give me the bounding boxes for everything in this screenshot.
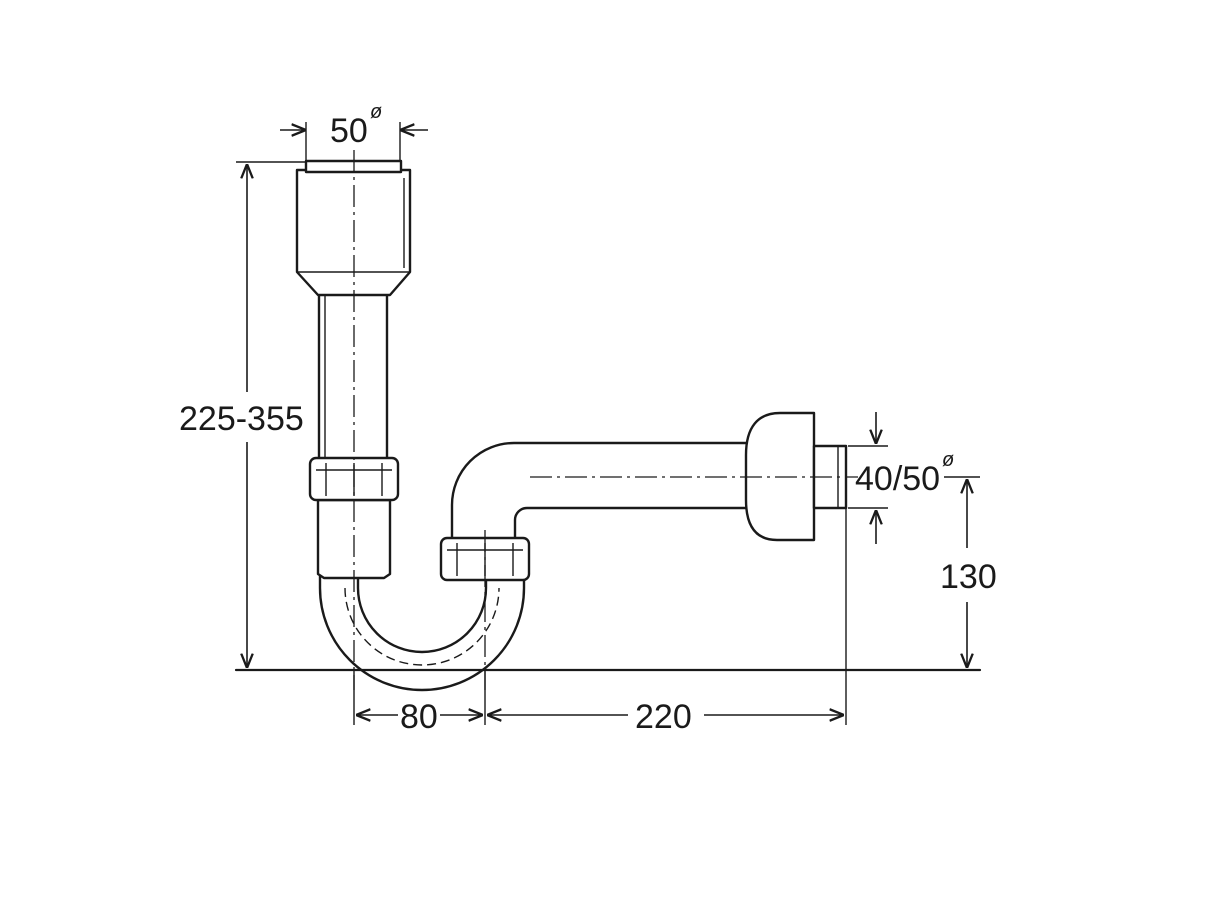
dim-outlet-height: 130 — [940, 476, 997, 668]
top-diameter-symbol: ø — [370, 101, 382, 123]
dim-overall-height: 225-355 — [179, 161, 306, 668]
siphon-trap — [295, 150, 858, 692]
trap-offset-label: 80 — [400, 698, 438, 736]
dip-tube — [317, 288, 389, 462]
dim-horizontal: 80 220 — [353, 508, 847, 736]
outlet-length-label: 220 — [635, 698, 692, 736]
outlet-diameter-label: 40/50 — [855, 460, 940, 498]
outlet-elbow-arm — [450, 441, 754, 547]
outlet-diameter-symbol: ø — [942, 449, 954, 471]
dim-outlet-diameter: 40/50 ø — [848, 412, 954, 544]
top-diameter-label: 50 — [330, 112, 368, 150]
u-bend — [318, 573, 526, 692]
outlet-height-label: 130 — [940, 558, 997, 596]
dim-top-diameter: 50 ø — [280, 101, 428, 162]
overall-height-label: 225-355 — [179, 400, 304, 438]
